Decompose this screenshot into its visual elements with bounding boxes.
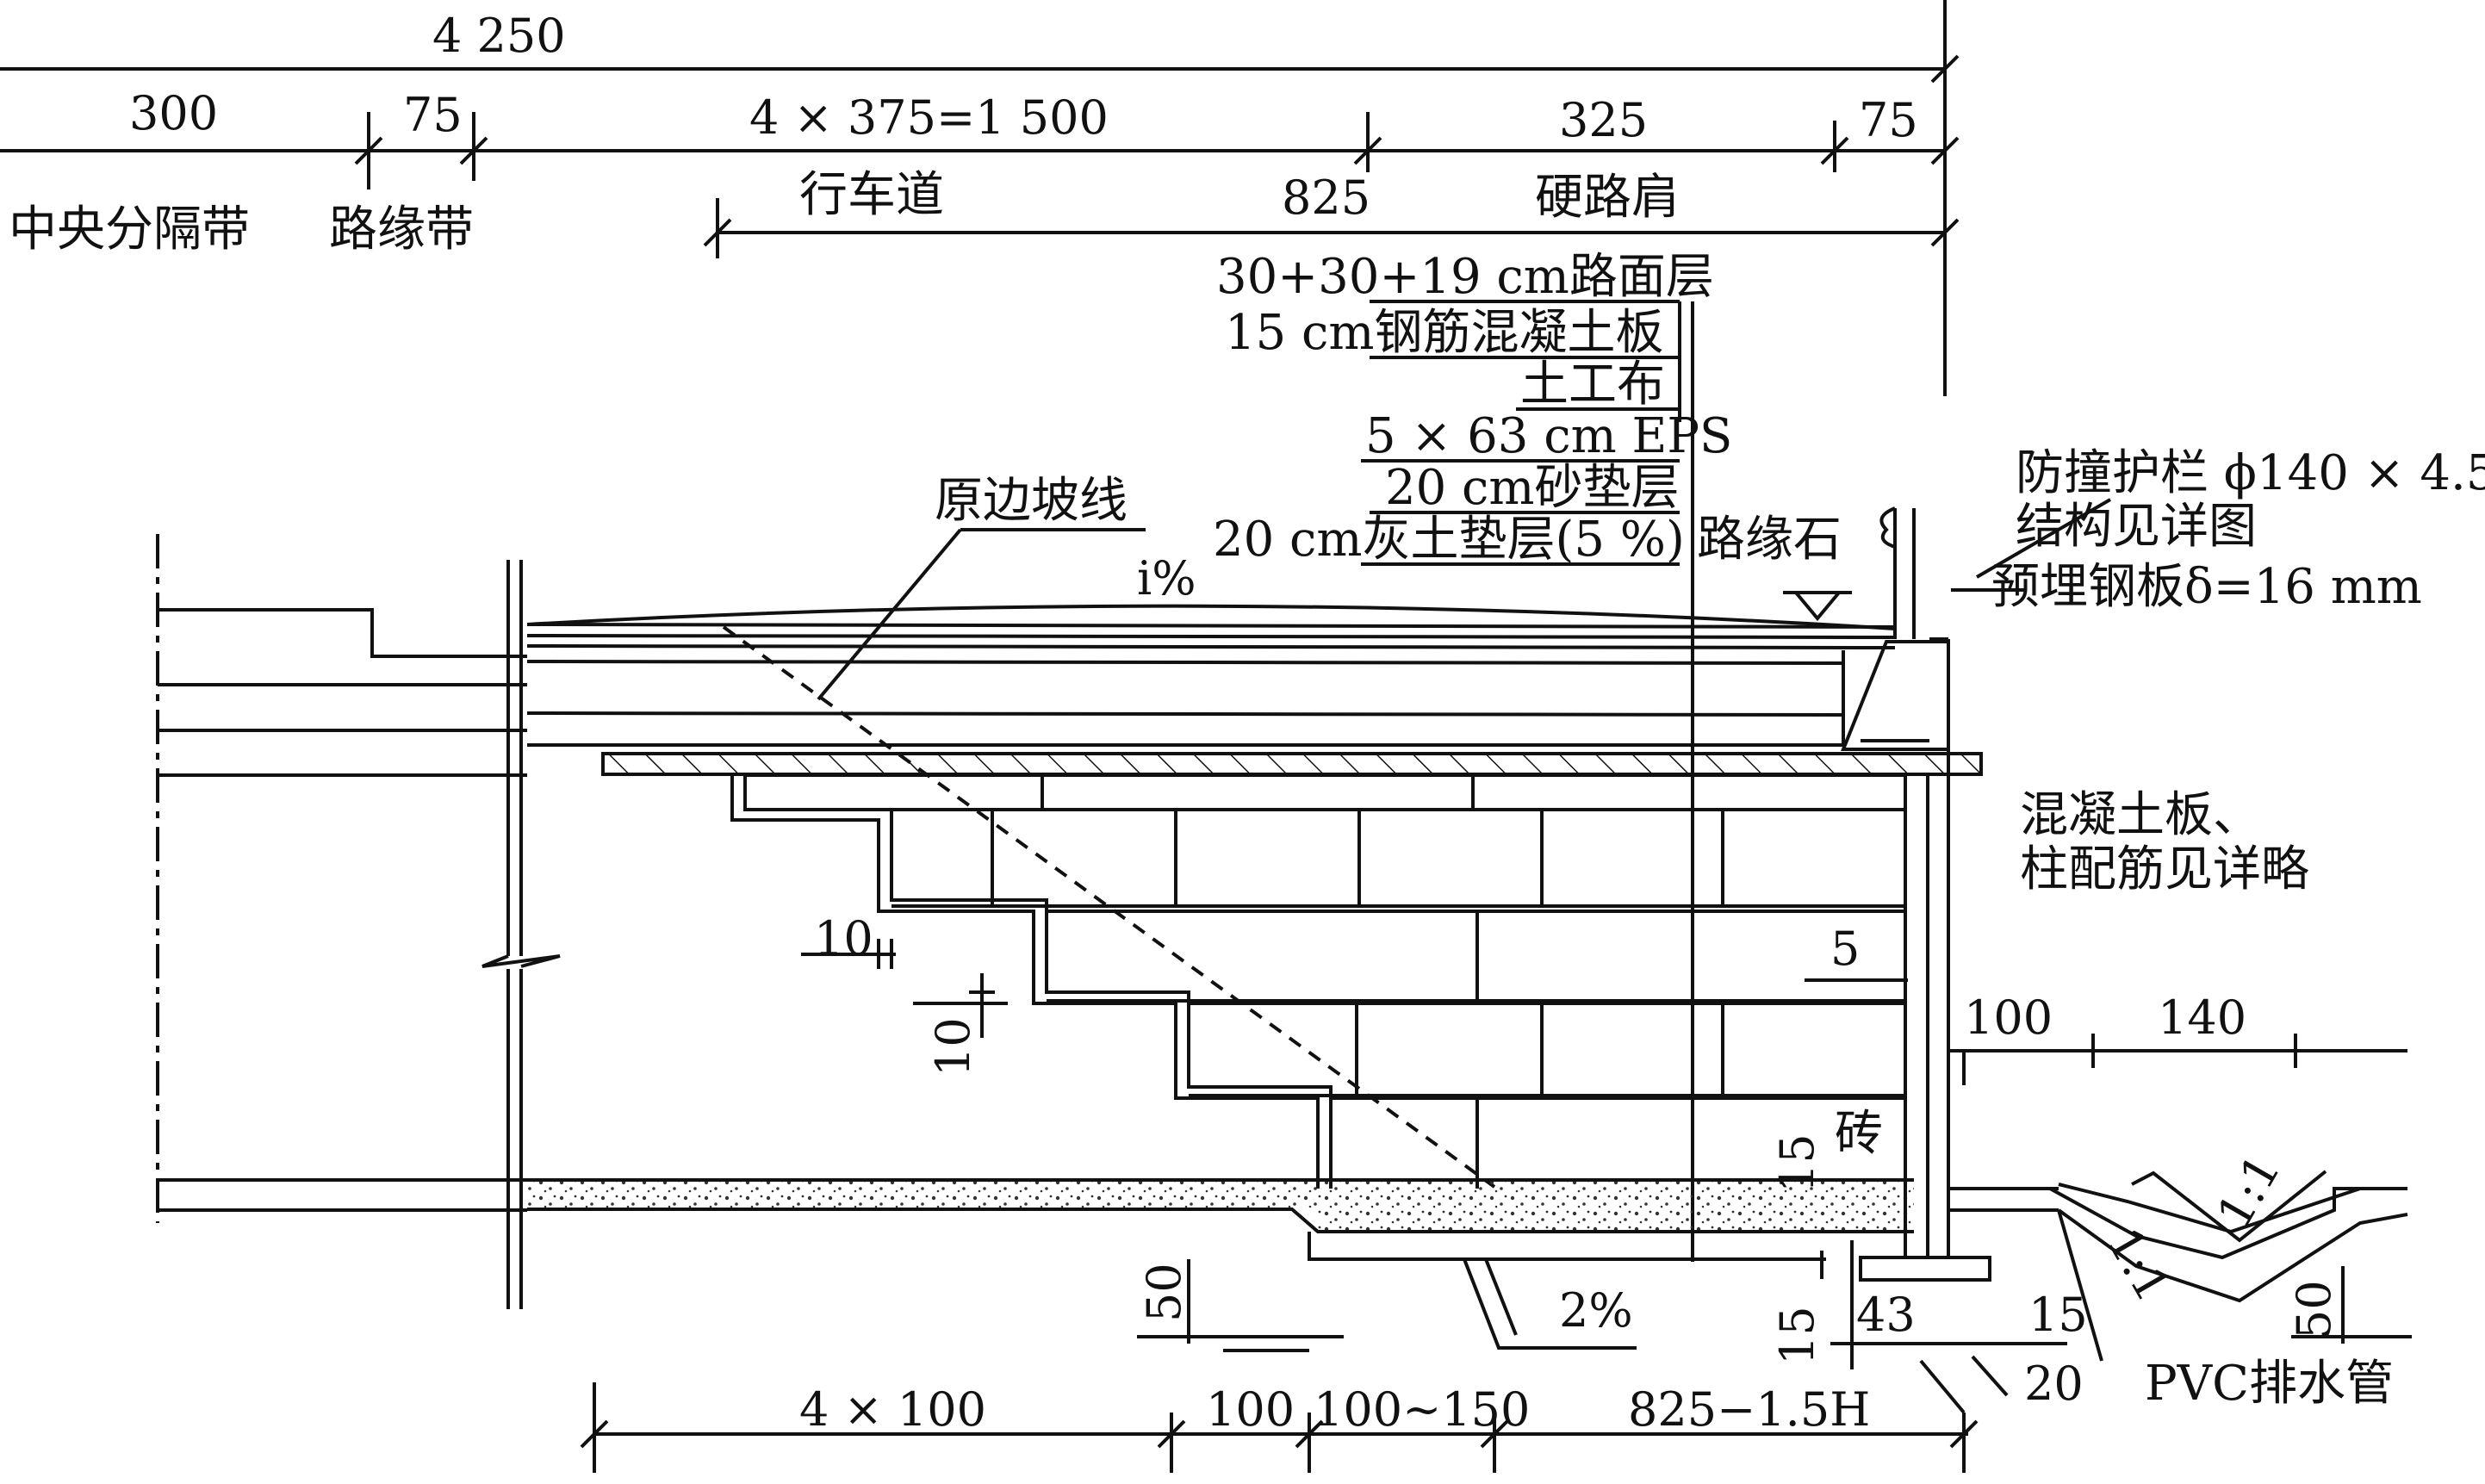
dim-right-100: 100 xyxy=(1964,990,2053,1045)
original-slope-line xyxy=(722,528,1496,1189)
rc-slab xyxy=(601,752,1983,776)
label-carriageway: 行车道 xyxy=(799,167,944,223)
layer-lime-soil: 20 cm灰土垫层(5 %) xyxy=(1213,512,1685,568)
annotation-texts: 原边坡线 i% 路缘石 防撞护栏 ϕ140 × 4.5 结构见详图 预埋钢板δ=… xyxy=(935,445,2485,1412)
dim-footing-15b: 15 xyxy=(2028,1288,2088,1342)
small-dimension-texts: 10 10 5 100 140 15 15 43 15 20 50 50 xyxy=(814,911,2341,1411)
label-guardrail: 防撞护栏 ϕ140 × 4.5 xyxy=(2016,445,2485,501)
label-edge-strip: 路缘带 xyxy=(329,202,474,258)
layer-callout-texts: 30+30+19 cm路面层 15 cm钢筋混凝土板 土工布 5 × 63 cm… xyxy=(1213,249,1732,568)
dim-carriageway-edge: 825 xyxy=(1282,171,1370,225)
dim-100: 100 xyxy=(1206,1382,1295,1437)
sand-cushion xyxy=(527,1178,1914,1350)
label-slab-note-2: 柱配筋见详略 xyxy=(2020,841,2309,897)
dim-base-15: 15 xyxy=(1770,1133,1824,1193)
dim-depth-50-left: 50 xyxy=(1137,1263,1191,1322)
label-steel-plate: 预埋钢板δ=16 mm xyxy=(1991,559,2422,615)
bottom-dimension-lines xyxy=(580,1382,1979,1473)
top-dimension-lines xyxy=(0,0,1960,396)
dim-footing-15: 15 xyxy=(1770,1306,1824,1365)
bottom-dimension-texts: 4 × 100 100 100~150 825−1.5H xyxy=(799,1382,1870,1437)
layer-callout-lines xyxy=(1361,300,1694,1262)
label-slope: i% xyxy=(1137,551,1196,605)
dim-total: 4 250 xyxy=(432,9,566,63)
label-ditch-slope-1: 1:1 xyxy=(2097,1219,2181,1311)
dim-100-150: 100~150 xyxy=(1314,1382,1530,1437)
label-brick: 砖 xyxy=(1835,1106,1883,1162)
dim-step-width: 10 xyxy=(814,911,873,966)
dim-825: 825−1.5H xyxy=(1628,1382,1870,1437)
layer-pavement: 30+30+19 cm路面层 xyxy=(1216,249,1714,305)
top-dimension-texts: 4 250 300 75 4 × 375=1 500 325 75 825 中央… xyxy=(9,9,1918,258)
dim-step-height: 10 xyxy=(926,1017,980,1077)
dim-footing-43: 43 xyxy=(1856,1288,1916,1342)
label-median: 中央分隔带 xyxy=(9,202,250,258)
label-curb-stone: 路缘石 xyxy=(1697,512,1842,568)
curb-and-guardrail xyxy=(1783,498,2112,1282)
label-drain-pipe: PVC排水管 xyxy=(2145,1356,2394,1412)
dim-edge-strip: 75 xyxy=(403,88,463,142)
ditch-and-ground xyxy=(1948,1049,2408,1362)
dim-outer-edge: 75 xyxy=(1859,93,1918,147)
dim-steps: 4 × 100 xyxy=(799,1382,986,1437)
existing-road xyxy=(156,534,561,1309)
dim-hard-shoulder: 325 xyxy=(1559,93,1648,147)
layer-geotextile: 土工布 xyxy=(1520,357,1665,413)
layer-sand: 20 cm砂垫层 xyxy=(1385,460,1680,516)
layer-rc-slab: 15 cm钢筋混凝土板 xyxy=(1225,305,1664,361)
pavement-structure xyxy=(526,604,1896,747)
dim-median: 300 xyxy=(129,86,218,140)
dim-footing-20: 20 xyxy=(2024,1357,2084,1411)
eps-blocks xyxy=(730,773,1904,1189)
dim-depth-50-right: 50 xyxy=(2287,1280,2341,1339)
label-slab-note-1: 混凝土板、 xyxy=(2020,787,2261,843)
small-dimension-lines xyxy=(801,939,2412,1414)
label-hard-shoulder: 硬路肩 xyxy=(1535,170,1680,226)
layer-eps: 5 × 63 cm EPS xyxy=(1365,408,1732,464)
label-guardrail-detail: 结构见详图 xyxy=(2016,499,2257,555)
dim-carriageway: 4 × 375=1 500 xyxy=(749,90,1109,145)
dim-post-offset: 5 xyxy=(1830,922,1860,976)
label-grade: 2% xyxy=(1559,1283,1633,1338)
dim-right-140: 140 xyxy=(2158,990,2246,1045)
label-original-slope: 原边坡线 xyxy=(935,473,1128,529)
